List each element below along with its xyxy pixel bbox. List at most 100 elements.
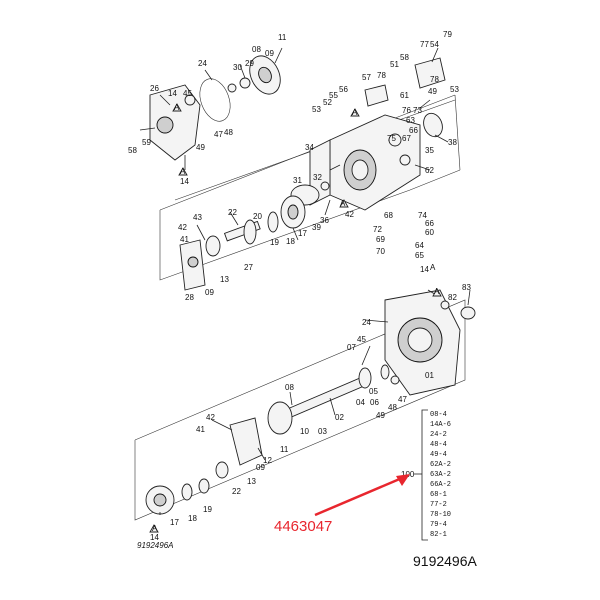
callout: 59 [142, 138, 151, 147]
flange-bolt-a [440, 300, 450, 310]
callout: 42 [345, 210, 354, 219]
callout: 56 [339, 85, 348, 94]
callout: 24 [362, 318, 371, 327]
housing-port [156, 116, 174, 134]
middle-assembly [179, 195, 306, 291]
callout: 43 [193, 213, 202, 222]
callout: 49 [428, 87, 437, 96]
kit-item: 63A-2 [430, 471, 451, 479]
callout: 51 [390, 60, 399, 69]
kit-items: 08-414A-624-248-449-462A-263A-266A-268-1… [430, 411, 451, 539]
kit-item: 14A-6 [430, 421, 451, 429]
callout: 22 [232, 487, 241, 496]
callout: 09 [256, 463, 265, 472]
callout: A [434, 287, 440, 296]
callout: A [340, 199, 346, 208]
callout: 78 [430, 75, 439, 84]
callout: 48 [224, 128, 233, 137]
valve-54 [364, 84, 389, 107]
callout: 38 [448, 138, 457, 147]
callout: 60 [425, 228, 434, 237]
callout: 45 [183, 89, 192, 98]
valve-cap-77 [414, 57, 446, 89]
callout: 82 [448, 293, 457, 302]
ring-19-lower [198, 478, 210, 494]
callout: 11 [280, 445, 289, 454]
frame-upper-c [454, 94, 461, 171]
kit-item: 66A-2 [430, 481, 451, 489]
callout: 58 [128, 146, 137, 155]
callout: 76 [402, 106, 411, 115]
callout: 72 [373, 225, 382, 234]
drawing-code-large: 9192496A [413, 553, 478, 569]
kit-bracket [421, 409, 428, 541]
callout: 47 [398, 395, 407, 404]
lower-assembly [145, 289, 476, 515]
callout: 73 [413, 106, 422, 115]
callout: 79 [443, 30, 452, 39]
callout: 69 [376, 235, 385, 244]
cylinder-17-lower-hole [153, 493, 167, 507]
ref-triangle [178, 167, 188, 176]
callout: 07 [347, 343, 356, 352]
callout: 28 [185, 293, 194, 302]
callout: 61 [400, 91, 409, 100]
washer-09 [205, 235, 221, 257]
callout: 14 [180, 177, 189, 186]
kit-item: 77-2 [430, 501, 447, 509]
flange-hub [407, 327, 433, 353]
callout: 42 [178, 223, 187, 232]
callout: 08 [252, 45, 261, 54]
washer-27 [243, 219, 257, 245]
callout: A [180, 167, 186, 176]
callout: A [174, 103, 180, 112]
callout: A [430, 263, 436, 272]
cylinder-17-hole [287, 204, 299, 220]
housing-12 [229, 417, 263, 466]
housing-boss [184, 94, 196, 106]
ring-30 [227, 83, 237, 93]
callout: 35 [425, 146, 434, 155]
frame-upper-b [159, 169, 461, 281]
ring-13 [215, 461, 229, 479]
drawing-code-small: 9192496A [137, 541, 173, 550]
reference-markers [149, 103, 442, 533]
ring-29 [239, 77, 251, 89]
callout: 34 [305, 143, 314, 152]
kit-item: 49-4 [430, 451, 447, 459]
callout: 42 [206, 413, 215, 422]
callout: 67 [402, 134, 411, 143]
callout: 39 [312, 223, 321, 232]
callout: 26 [150, 84, 159, 93]
callout: 22 [228, 208, 237, 217]
callout: 78 [377, 71, 386, 80]
highlight-callout: 4463047 [274, 474, 410, 535]
callout: 63 [406, 116, 415, 125]
seal-82 [460, 306, 476, 320]
callout: 64 [415, 241, 424, 250]
callout: 09 [205, 288, 214, 297]
kit-item: 79-4 [430, 521, 447, 529]
callout: 45 [357, 335, 366, 344]
callout: 02 [335, 413, 344, 422]
callout: 31 [293, 176, 302, 185]
ring-18-lower [181, 483, 193, 501]
leader-lines [139, 47, 471, 515]
callout: 54 [430, 40, 439, 49]
callout: 18 [188, 514, 197, 523]
callout: 47 [214, 130, 223, 139]
bearing-32 [320, 181, 330, 191]
kit-item: 78-10 [430, 511, 451, 519]
callout: 06 [370, 398, 379, 407]
valve-plate-hole [258, 66, 272, 84]
ring-06 [380, 364, 390, 380]
plate-28-hole [187, 256, 199, 268]
callout: 53 [450, 85, 459, 94]
pump-port-a [388, 133, 402, 147]
callout: 32 [313, 173, 322, 182]
callout: 14 [420, 265, 429, 274]
frame-lower [134, 299, 466, 521]
pump-port-b [399, 154, 411, 166]
callout: 41 [180, 235, 189, 244]
